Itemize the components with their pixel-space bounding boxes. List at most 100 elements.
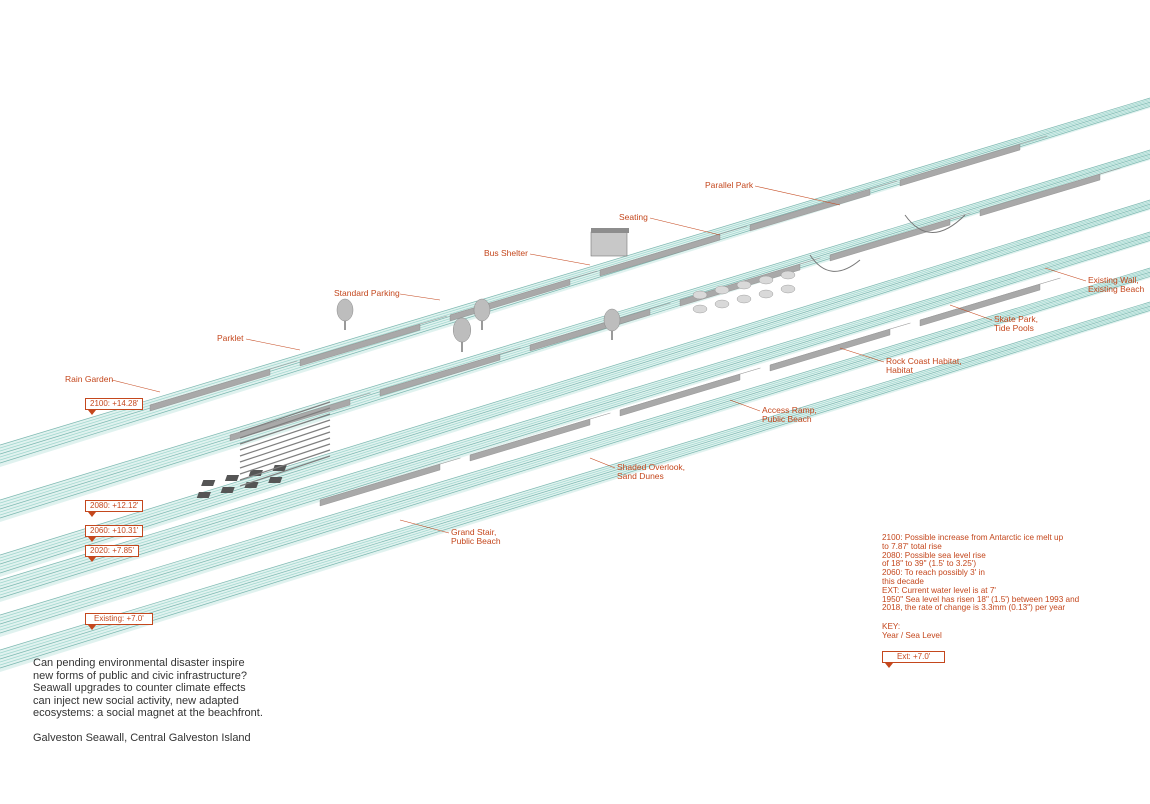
seawall-module <box>979 167 1121 211</box>
stair-step <box>239 437 331 469</box>
leader-line <box>754 185 841 206</box>
seawall-module <box>829 212 971 256</box>
rock <box>780 270 796 280</box>
description-line: Can pending environmental disaster inspi… <box>33 657 245 669</box>
callout-skate-park: Skate Park, Tide Pools <box>994 314 1038 333</box>
water-line <box>0 231 1150 581</box>
sea-level-tag-2060: 2060: +10.31' <box>85 525 144 542</box>
water-line <box>0 238 1150 596</box>
seawall-module <box>899 135 1048 181</box>
seawall-module <box>749 180 898 226</box>
stair-step <box>239 443 331 475</box>
seawall-module <box>529 302 671 346</box>
water-line <box>0 97 1150 446</box>
water-line <box>0 308 1150 666</box>
note-line: to 7.87' total rise <box>882 541 942 551</box>
stair-step <box>239 425 331 457</box>
leader-line <box>649 217 721 236</box>
callout-standard-parking: Standard Parking <box>334 288 400 298</box>
water-line <box>0 208 1150 574</box>
description-line: can inject new social activity, new adap… <box>33 694 239 707</box>
legend-key: KEY: Year / Sea Level <box>882 622 1092 641</box>
seawall-module-face <box>379 353 501 397</box>
stair-step <box>239 407 331 439</box>
seawall-module <box>319 457 461 501</box>
sea-level-notes: 2100: Possible increase from Antarctic i… <box>882 533 1092 641</box>
lounge-chair <box>224 475 240 481</box>
seawall-module-face <box>229 398 351 442</box>
tree-trunk <box>461 336 463 352</box>
seawall-module-details <box>196 214 966 498</box>
water-line <box>0 273 1150 628</box>
water-line <box>0 301 1150 651</box>
callout-bus-shelter: Bus Shelter <box>484 248 528 258</box>
project-description: Can pending environmental disaster inspi… <box>33 657 333 744</box>
sea-level-water-bands <box>0 97 1150 672</box>
rock <box>692 290 708 300</box>
rock <box>736 294 752 304</box>
seawall-module <box>469 412 611 456</box>
leader-line <box>729 399 761 412</box>
water-line <box>0 233 1150 584</box>
callout-seating: Seating <box>619 212 648 222</box>
tree-canopy <box>603 308 621 332</box>
callout-parallel-park: Parallel Park <box>705 180 754 190</box>
water-line <box>0 276 1150 634</box>
lounge-chair <box>220 487 235 493</box>
sea-level-tag-2100: 2100: +14.28' <box>85 398 144 415</box>
note-line: 2018, the rate of change is 3.3mm (0.13"… <box>882 603 1066 613</box>
stair-step <box>239 401 331 433</box>
stair-step <box>239 449 331 481</box>
skate-bowl <box>904 214 966 233</box>
callout-rain-garden: Rain Garden <box>65 374 114 384</box>
skate-bowl <box>809 254 861 272</box>
leader-line <box>399 293 441 301</box>
seawall-module <box>149 360 298 406</box>
water-line <box>0 274 1150 631</box>
seawall-module <box>599 225 748 271</box>
rock <box>714 285 730 295</box>
lounge-chair <box>272 465 287 471</box>
callout-shaded-overlook: Shaded Overlook, Sand Dunes <box>617 462 686 481</box>
water-line <box>0 270 1150 622</box>
leader-line <box>399 519 450 534</box>
seawall-module-face <box>829 218 951 262</box>
stair-step <box>239 413 331 445</box>
water-line <box>0 303 1150 654</box>
seawall-module-face <box>979 173 1101 217</box>
water-line <box>0 235 1150 590</box>
water-line <box>0 310 1150 669</box>
seawall-module <box>449 270 598 316</box>
note-line: 2060: To reach possibly 3' in <box>882 568 985 578</box>
stair-step <box>239 431 331 463</box>
seawall-module-face <box>749 188 871 232</box>
sea-level-tag-2080: 2080: +12.12' <box>85 500 144 517</box>
stair-step <box>239 419 331 451</box>
water-line <box>0 99 1150 449</box>
rock <box>758 289 774 299</box>
water-line <box>0 151 1150 504</box>
rock <box>714 299 730 309</box>
seawall-module <box>619 367 761 411</box>
seawall-module-face <box>449 278 571 322</box>
seawall-module-face <box>899 143 1021 187</box>
water-line <box>0 271 1150 625</box>
tree-canopy <box>452 317 472 343</box>
water-line <box>0 269 1150 619</box>
water-line <box>0 199 1150 556</box>
note-line: 1950" Sea level has risen 18" (1.5') bet… <box>882 594 1080 604</box>
rock <box>736 280 752 290</box>
seawall-module <box>919 277 1061 321</box>
leader-line <box>245 338 301 351</box>
seawall-module <box>299 315 448 361</box>
water-line <box>0 267 1150 616</box>
water-line <box>0 206 1150 571</box>
sea-level-tag-2020: 2020: +7.85' <box>85 545 140 562</box>
seawall-module-face <box>529 308 651 352</box>
lounge-chair <box>201 480 216 486</box>
bus-shelter-roof <box>591 228 629 233</box>
water-line <box>0 307 1150 663</box>
rock <box>758 275 774 285</box>
water-line <box>0 152 1150 507</box>
